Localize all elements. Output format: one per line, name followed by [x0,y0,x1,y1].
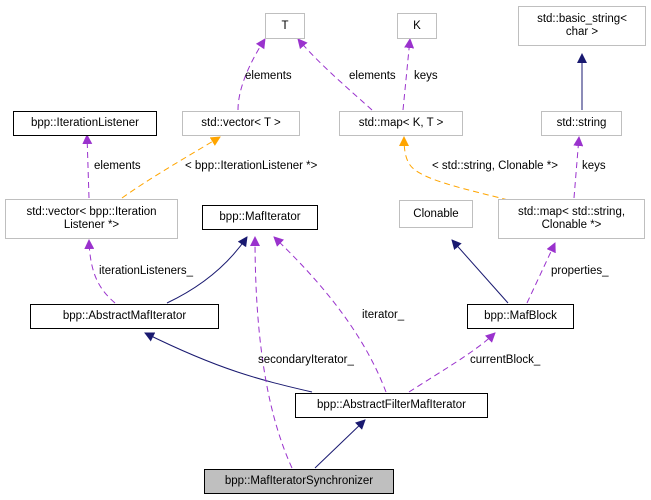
node-maf-iterator-synchronizer[interactable]: bpp::MafIteratorSynchronizer [204,469,394,494]
edge-label-properties: properties_ [551,265,609,277]
edge-label-map-template: < std::string, Clonable *> [432,160,558,172]
node-maf-block[interactable]: bpp::MafBlock [467,304,574,329]
node-K-label: K [413,19,421,32]
node-T[interactable]: T [265,13,305,39]
edge-synchronizer-inheritance [314,419,366,469]
node-iteration-listener-label: bpp::IterationListener [30,117,140,129]
edge-map-K-keys [402,38,415,111]
edge-label-map-KT-keys: keys [414,70,438,82]
edge-label-string-keys: keys [582,160,606,172]
node-vector-listener[interactable]: std::vector< bpp::Iteration Listener *> [5,199,178,239]
edge-properties [526,242,556,304]
edge-vector-listener-elements [82,134,93,199]
edge-abstract-maf-iterator-inheritance [166,236,248,304]
node-T-label: T [281,19,289,32]
edge-current-block [408,332,496,393]
node-clonable[interactable]: Clonable [399,200,473,228]
edge-label-current-block: currentBlock_ [470,354,541,366]
node-map-string-clonable[interactable]: std::map< std::string, Clonable *> [498,199,645,239]
node-maf-iterator[interactable]: bpp::MafIterator [202,205,318,230]
edge-label-vector-T-elements: elements [245,70,292,82]
edge-map-string-keys [573,136,584,199]
edge-label-iterator: iterator_ [362,309,405,321]
edge-secondary-iterator [250,236,293,469]
node-map-KT[interactable]: std::map< K, T > [339,111,463,136]
node-map-KT-label: std::map< K, T > [358,117,444,129]
node-abstract-maf-iterator-label: bpp::AbstractMafIterator [62,310,187,322]
node-abstract-filter-maf-iterator-label: bpp::AbstractFilterMafIterator [317,399,466,411]
node-clonable-label: Clonable [413,207,459,220]
node-map-string-clonable-label: std::map< std::string, Clonable *> [517,206,626,231]
edge-iterator [273,236,387,393]
node-iteration-listener[interactable]: bpp::IterationListener [13,111,157,136]
edge-map-string-template [399,136,509,201]
edge-label-listener-elements: elements [94,160,141,172]
node-maf-iterator-label: bpp::MafIterator [219,211,301,223]
node-maf-block-label: bpp::MafBlock [484,310,557,322]
node-vector-T-label: std::vector< T > [201,117,281,129]
edge-label-vector-listener-template: < bpp::IterationListener *> [185,160,318,172]
edge-abstract-filter-inheritance [144,332,313,393]
edge-map-T-elements [297,38,373,111]
node-vector-listener-label: std::vector< bpp::Iteration Listener *> [26,206,157,231]
edge-iteration-listeners [84,239,116,304]
edge-vector-T-elements [237,38,266,111]
node-abstract-maf-iterator[interactable]: bpp::AbstractMafIterator [30,304,219,329]
node-K[interactable]: K [397,13,437,39]
node-basic-string[interactable]: std::basic_string< char > [518,6,646,46]
edge-label-secondary-iterator: secondaryIterator_ [258,354,354,366]
node-std-string-label: std::string [556,117,607,129]
node-std-string[interactable]: std::string [541,111,622,136]
edge-label-iteration-listeners: iterationListeners_ [99,265,193,277]
edge-label-map-KT-elements: elements [349,70,396,82]
node-vector-T[interactable]: std::vector< T > [182,111,300,136]
node-maf-iterator-synchronizer-label: bpp::MafIteratorSynchronizer [224,475,374,487]
node-abstract-filter-maf-iterator[interactable]: bpp::AbstractFilterMafIterator [295,393,488,418]
edge-maf-block-clonable [451,239,509,304]
edge-vector-listener-template [121,136,221,199]
node-basic-string-label: std::basic_string< char > [537,13,627,38]
